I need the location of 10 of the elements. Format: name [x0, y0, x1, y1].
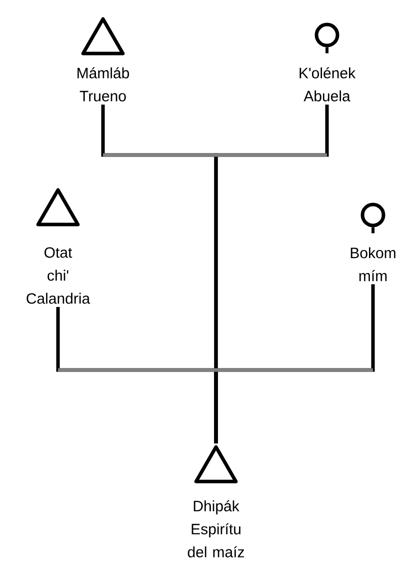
name-label: Mámláb Trueno [78, 67, 130, 102]
triangle-symbol [81, 17, 125, 56]
circle-symbol [360, 202, 386, 234]
triangle-symbol [36, 188, 80, 226]
name-label: Bokom mím [350, 247, 396, 282]
name-label: K'olének Abuela [300, 67, 356, 102]
name-label: Dhipák Espirítu del maíz [188, 500, 244, 558]
triangle-symbol [194, 445, 238, 484]
circle-symbol [314, 22, 340, 54]
name-label: Otat chi' Calandria [26, 247, 90, 304]
